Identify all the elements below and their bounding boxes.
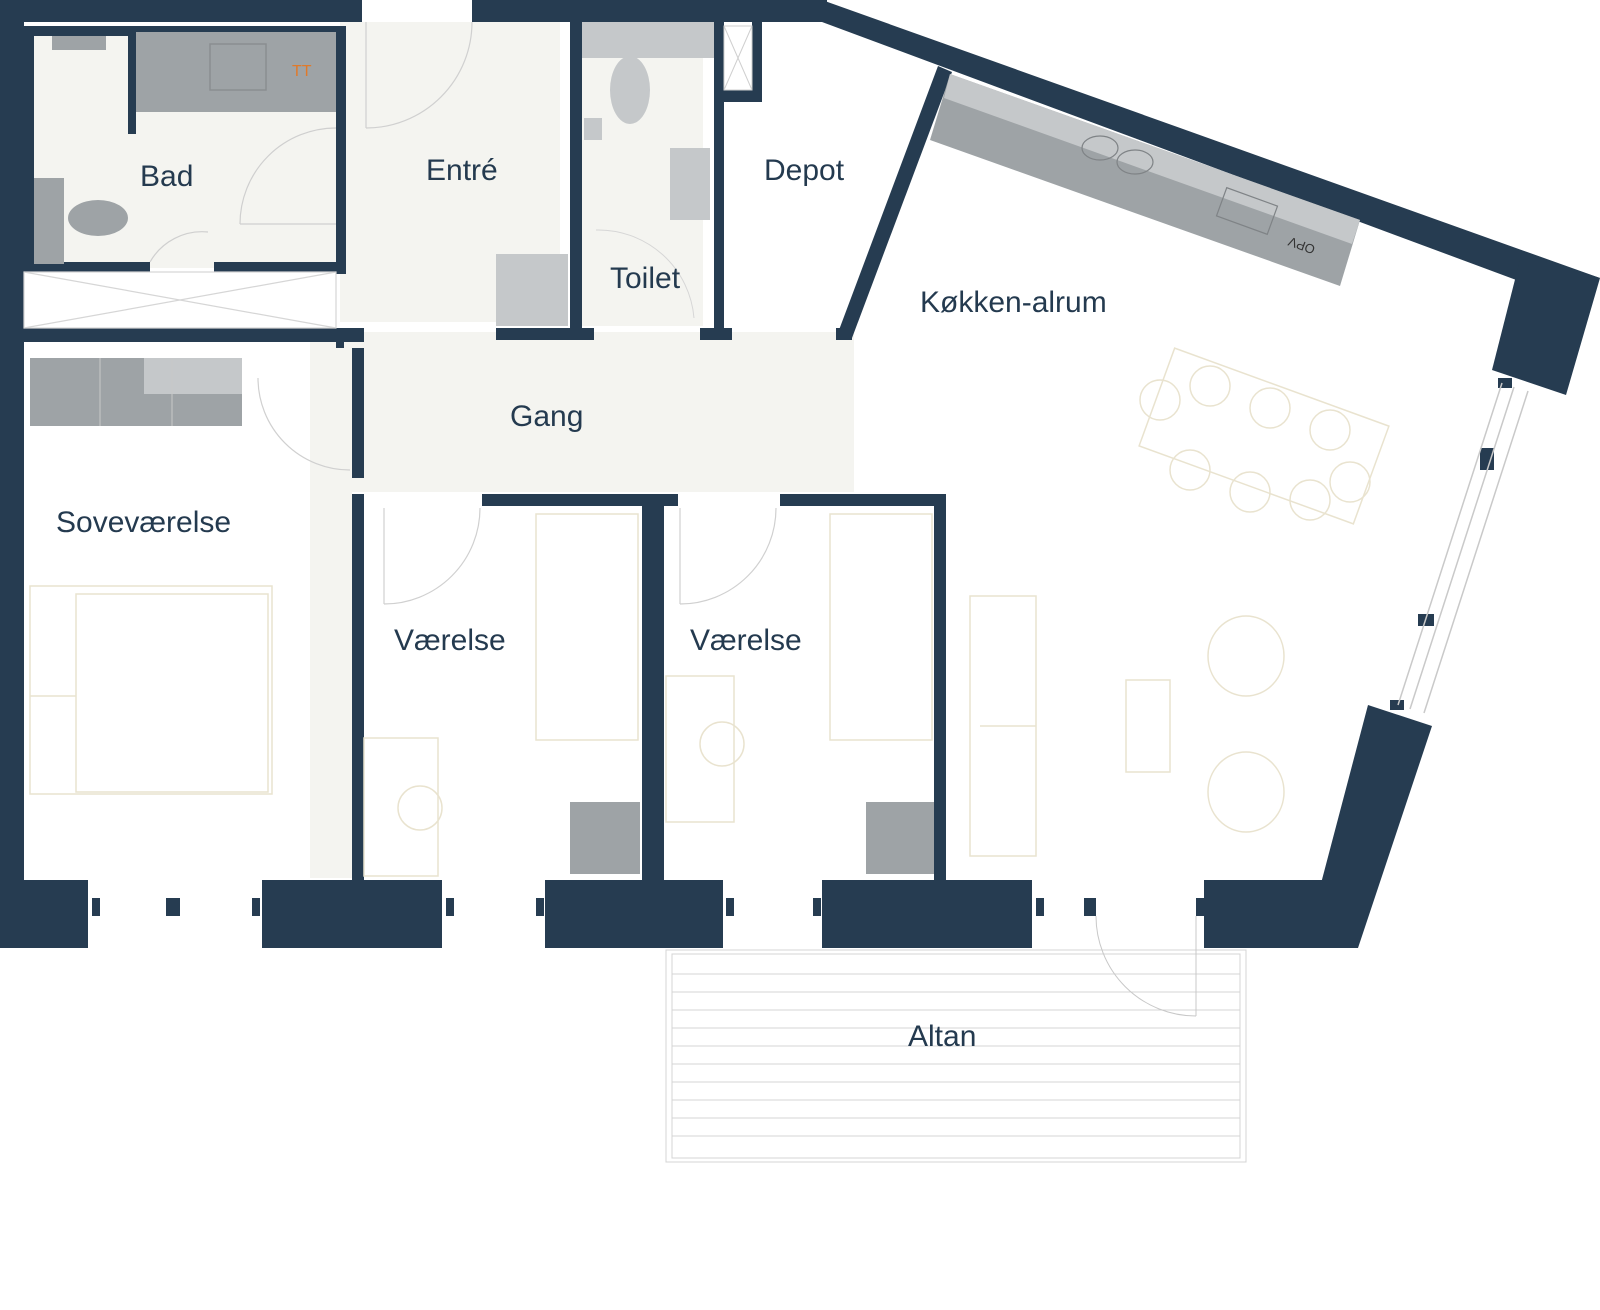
room-label-vaerelse-1: Værelse <box>394 624 506 657</box>
walls <box>0 0 1600 948</box>
hall-closet <box>23 271 337 329</box>
room1-furniture <box>363 507 640 877</box>
circulation-floors <box>24 22 854 878</box>
room-label-depot: Depot <box>764 154 845 187</box>
room-label-entre: Entré <box>426 154 498 187</box>
depot-shelf <box>723 25 753 91</box>
dryer-label: TT <box>292 63 312 80</box>
kitchen-counter <box>930 74 1360 286</box>
room-label-bad: Bad <box>140 160 193 193</box>
living-furniture <box>969 347 1390 857</box>
room-label-gang: Gang <box>510 400 583 433</box>
entry-fixtures <box>365 21 568 326</box>
toilet-fixtures <box>582 22 714 319</box>
room-label-kokken-alrum: Køkken-alrum <box>920 286 1107 319</box>
room-label-altan: Altan <box>908 1020 976 1053</box>
room-label-sovevaerelse: Soveværelse <box>56 506 231 539</box>
bathroom-fixtures <box>34 32 337 264</box>
double-bed <box>29 585 273 795</box>
bedroom-door-swing <box>257 377 351 471</box>
room-label-vaerelse-2: Værelse <box>690 624 802 657</box>
right-window <box>1397 382 1529 714</box>
room-label-toilet: Toilet <box>610 262 681 295</box>
bedroom-closets <box>30 358 242 426</box>
balcony <box>665 915 1247 1163</box>
room2-furniture <box>665 507 934 874</box>
